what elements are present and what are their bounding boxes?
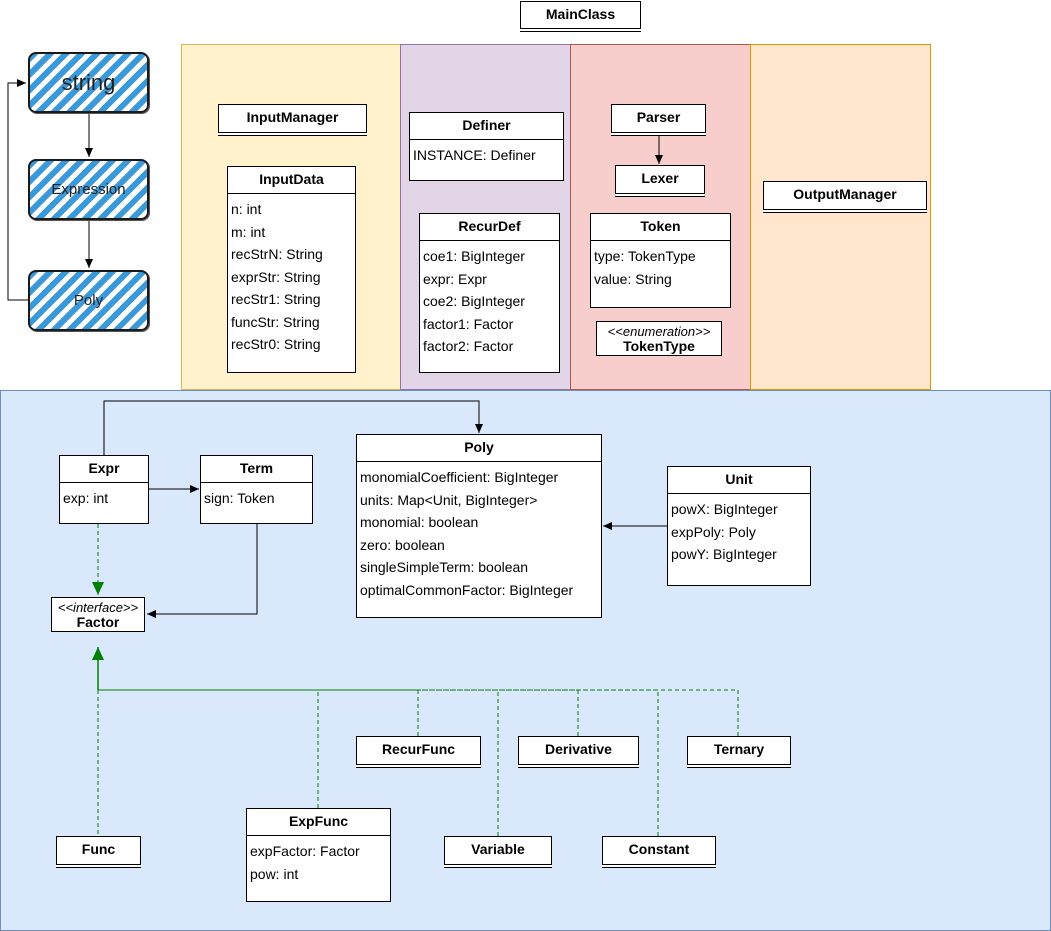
token-attr: value: String [594,270,672,287]
realization-derivative [98,689,579,736]
derivative-box: Derivative [518,736,639,765]
flow-string-box: string [28,52,149,113]
derivative-label: Derivative [545,741,612,757]
inputdata-attr: m: int [231,223,266,240]
token-class: Token type: TokenType value: String [590,213,731,308]
mainclass-label: MainClass [545,6,616,22]
mainclass-box: MainClass [520,1,641,29]
arrow-expr-poly [103,400,483,455]
outputmanager-box: OutputManager [763,181,927,210]
poly-title: Poly [357,435,601,462]
recurdef-class: RecurDef coe1: BigInteger expr: Expr coe… [419,213,560,373]
output-zone [750,44,931,390]
arrow-term-factor [147,523,258,618]
lexer-label: Lexer [641,170,679,186]
func-box: Func [56,836,141,865]
term-attr: sign: Token [204,490,275,506]
unit-title: Unit [668,467,810,494]
definer-title: Definer [410,113,563,140]
expfunc-title: ExpFunc [247,809,390,836]
definer-attr: INSTANCE: Definer [413,147,536,163]
inputdata-attr: funcStr: String [231,313,320,330]
unit-attr: powX: BigInteger [671,501,778,517]
flow-poly-label: Poly [73,292,104,309]
tokentype-title: TokenType [623,338,695,354]
flow-string-label: string [61,69,116,95]
recurfunc-box: RecurFunc [356,736,481,765]
inputmanager-box: InputManager [218,104,367,133]
outputmanager-label: OutputManager [793,186,897,202]
inputdata-class: InputData n: int m: int recStrN: String … [227,166,356,373]
inputdata-attr: recStrN: String [231,246,323,262]
tokentype-stereotype: <<enumeration>> [607,324,711,339]
term-class: Term sign: Token [200,455,313,524]
unit-attr: powY: BigInteger [671,546,777,562]
tokentype-enum: <<enumeration>> TokenType [596,321,722,356]
constant-label: Constant [628,841,690,857]
recurfunc-label: RecurFunc [381,741,456,757]
expr-class: Expr exp: int [59,455,149,524]
recurdef-attr: coe1: BigInteger [423,248,525,264]
recurdef-attr: factor2: Factor [423,338,514,354]
constant-box: Constant [602,836,716,865]
unit-attr: expPoly: Poly [671,523,756,540]
poly-class: Poly monomialCoefficient: BigInteger uni… [356,434,602,618]
unit-class: Unit powX: BigInteger expPoly: Poly powY… [667,466,811,586]
recurdef-title: RecurDef [420,214,559,241]
inputmanager-label: InputManager [246,109,339,125]
variable-label: Variable [471,841,525,857]
factor-title: Factor [76,614,120,630]
realization-recurfunc [98,689,419,736]
factor-interface: <<interface>> Factor [51,597,145,632]
recurdef-attr: factor1: Factor [423,315,514,332]
token-attr: type: TokenType [594,248,696,264]
term-title: Term [201,456,312,483]
inputdata-attr: exprStr: String [231,268,321,285]
expr-title: Expr [60,456,148,483]
expfunc-attr: pow: int [250,865,299,882]
poly-attr: monomial: boolean [360,514,479,530]
inputdata-attr: n: int [231,201,262,217]
lexer-box: Lexer [615,165,705,194]
ternary-label: Ternary [713,741,765,757]
realization-expfunc [98,689,319,808]
parser-label: Parser [636,109,681,125]
poly-attr: zero: boolean [360,536,445,553]
poly-attr: units: Map<Unit, BigInteger> [360,491,538,508]
inputdata-title: InputData [228,167,355,194]
ternary-box: Ternary [687,736,791,765]
expr-attr: exp: int [63,490,109,506]
inputdata-attr: recStr0: String [231,336,321,352]
inputdata-attr: recStr1: String [231,291,321,307]
poly-attr: monomialCoefficient: BigInteger [360,469,559,485]
flow-expression-label: Expression [51,181,126,198]
factor-stereotype: <<interface>> [57,600,139,615]
definer-class: Definer INSTANCE: Definer [409,112,564,181]
func-label: Func [81,841,116,857]
flow-arrow-poly-string [7,79,28,301]
expfunc-class: ExpFunc expFactor: Factor pow: int [246,808,391,902]
poly-attr: singleSimpleTerm: boolean [360,559,529,575]
recurdef-attr: expr: Expr [423,270,487,287]
variable-box: Variable [444,836,552,865]
parser-box: Parser [611,104,706,133]
poly-attr: optimalCommonFactor: BigInteger [360,581,574,598]
flow-expression-box: Expression [28,159,149,220]
flow-poly-box: Poly [28,270,149,331]
recurdef-attr: coe2: BigInteger [423,293,525,309]
realization-ternary [98,689,739,736]
token-title: Token [591,214,730,241]
expfunc-attr: expFactor: Factor [250,843,360,859]
